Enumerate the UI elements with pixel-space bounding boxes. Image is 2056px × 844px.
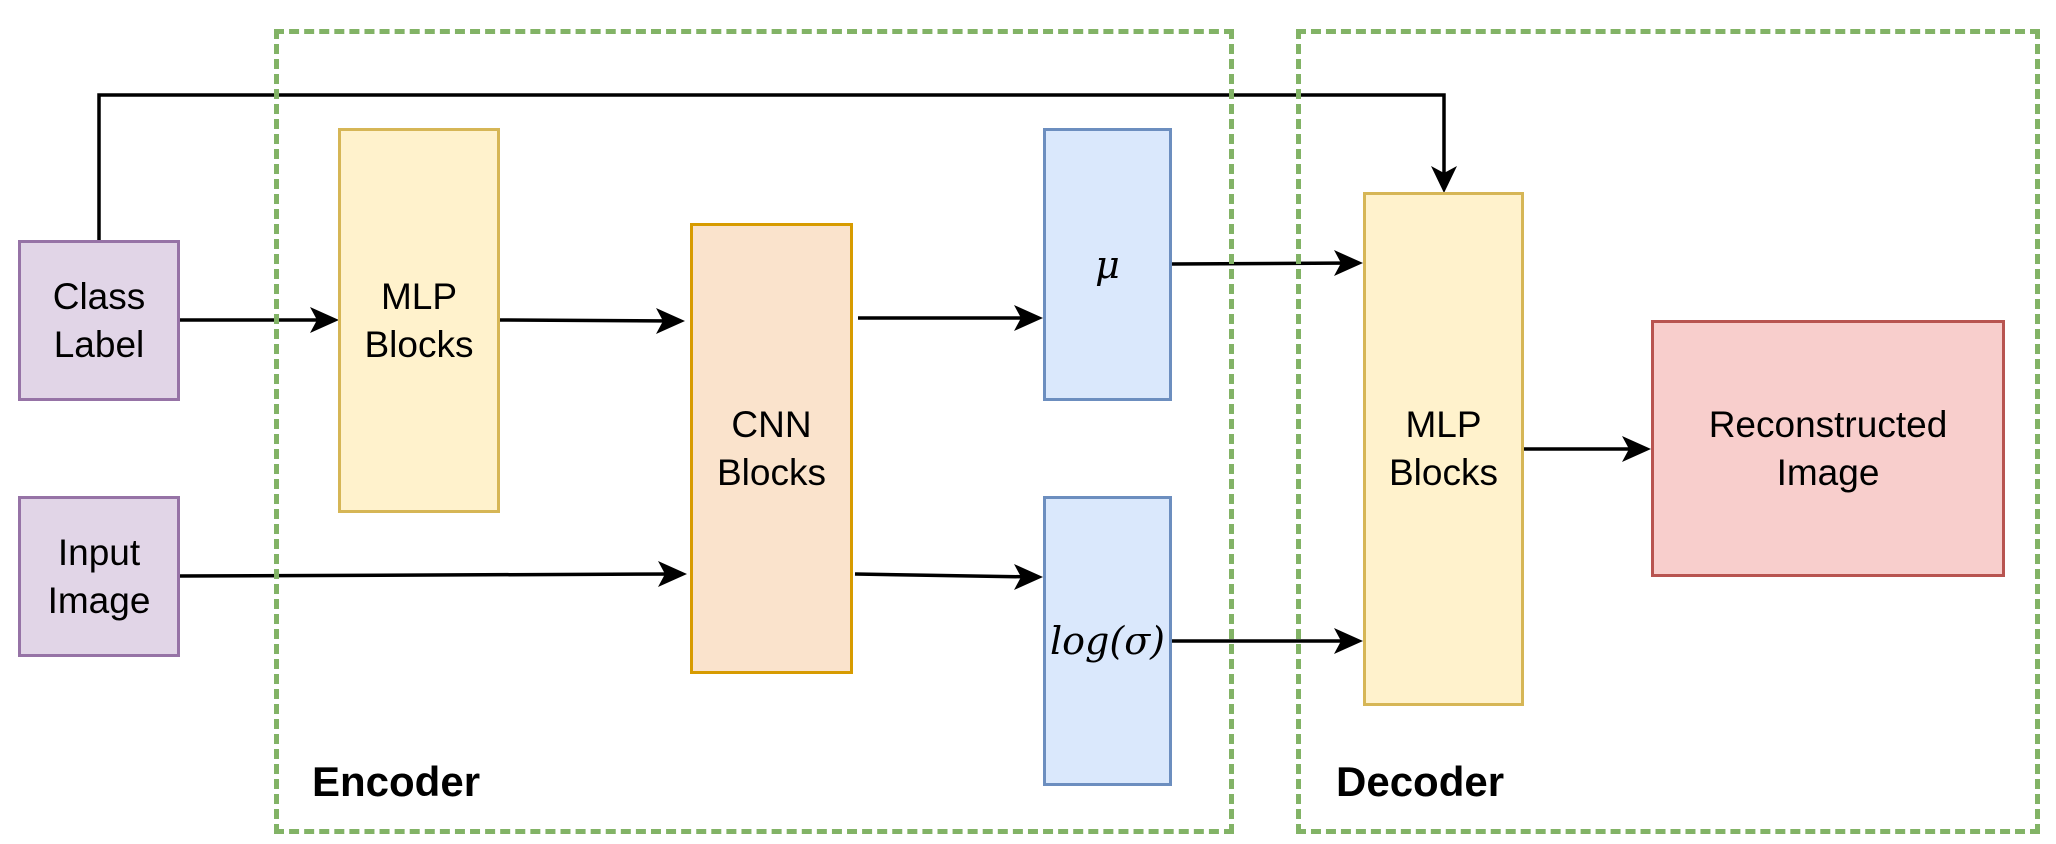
reconstructed-image-box: Reconstructed Image xyxy=(1651,320,2005,577)
arrowhead-log-sigma-to-decoder-mlp xyxy=(1334,628,1363,654)
decoder-mlp-text: MLP Blocks xyxy=(1389,404,1498,493)
log-sigma-text: log(σ) xyxy=(1050,619,1165,663)
encoder-title: Encoder xyxy=(312,758,481,805)
arrowhead-cnn-to-mu xyxy=(1014,305,1043,331)
mu-box: μ xyxy=(1043,128,1172,401)
arrowhead-class-label-to-decoder-mlp xyxy=(1431,166,1457,193)
input-image-box: Input Image xyxy=(18,496,180,657)
encoder-mlp-blocks: MLP Blocks xyxy=(338,128,500,513)
cnn-blocks-text: CNN Blocks xyxy=(717,403,826,493)
arrowhead-class-label-to-encoder-mlp xyxy=(310,307,339,333)
log-sigma-box: log(σ) xyxy=(1043,496,1172,786)
arrowhead-input-image-to-cnn xyxy=(658,561,687,587)
decoder-title: Decoder xyxy=(1336,758,1505,805)
arrow-class-label-to-decoder-mlp xyxy=(97,93,1446,240)
arrowhead-cnn-to-log-sigma xyxy=(1014,564,1043,590)
class-label-box: Class Label xyxy=(18,240,180,401)
encoder-region xyxy=(274,29,1234,834)
arrow-input-image-to-cnn xyxy=(179,572,681,578)
decoder-mlp-blocks: MLP Blocks xyxy=(1363,192,1524,706)
decoder-region xyxy=(1296,29,2040,834)
reconstructed-image-text: Reconstructed Image xyxy=(1708,403,1948,493)
mu-text: μ xyxy=(1095,242,1120,287)
cnn-blocks: CNN Blocks xyxy=(690,223,853,674)
class-label-text: Class Label xyxy=(52,275,146,365)
encoder-mlp-text: MLP Blocks xyxy=(364,275,474,365)
arrow-encoder-mlp-to-cnn xyxy=(499,318,679,323)
arrowhead-decoder-mlp-to-reconstructed xyxy=(1622,436,1651,462)
arrowhead-encoder-mlp-to-cnn xyxy=(656,308,685,334)
arrow-cnn-to-log-sigma xyxy=(854,572,1036,579)
arrow-mu-to-decoder-mlp xyxy=(1171,261,1357,266)
input-image-text: Input Image xyxy=(47,531,151,621)
arrowhead-mu-to-decoder-mlp xyxy=(1334,250,1363,276)
